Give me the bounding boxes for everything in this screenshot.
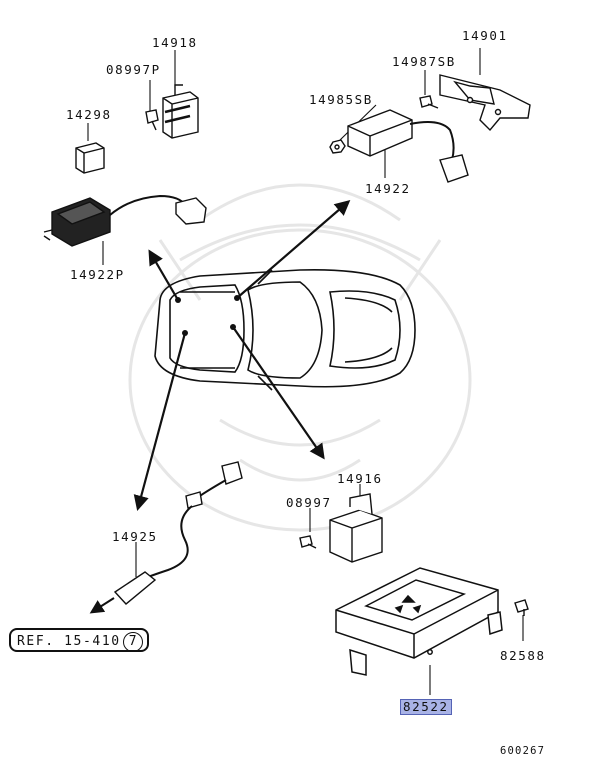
diagram-code: 600267 xyxy=(500,745,546,757)
part-label-14985sb[interactable]: 14985SB xyxy=(309,92,373,107)
samurai-watermark xyxy=(128,183,472,532)
module-14922p-drawing xyxy=(43,194,207,247)
part-label-14916[interactable]: 14916 xyxy=(337,471,383,486)
part-label-08997p[interactable]: 08997P xyxy=(106,62,161,77)
part-label-14925[interactable]: 14925 xyxy=(112,529,158,544)
locator-arrows xyxy=(133,199,351,511)
part-label-14987sb[interactable]: 14987SB xyxy=(392,54,456,69)
part-label-14298[interactable]: 14298 xyxy=(66,107,112,122)
screw-82588-drawing xyxy=(514,599,529,616)
screw-08997p-drawing xyxy=(145,109,159,131)
relay-14918-drawing xyxy=(162,84,199,139)
bracket-14901-drawing xyxy=(439,74,531,132)
ecu-82522-drawing xyxy=(335,567,503,676)
part-label-82588[interactable]: 82588 xyxy=(500,648,546,663)
sensor-14922-drawing xyxy=(347,109,469,183)
relay-14916-drawing xyxy=(329,493,383,563)
part-label-08997[interactable]: 08997 xyxy=(286,495,332,510)
reference-text: REF. 15-410 xyxy=(17,634,121,649)
oxygen-sensor-14925-drawing xyxy=(89,461,243,614)
screw-14987sb-drawing xyxy=(419,95,439,109)
part-label-14901[interactable]: 14901 xyxy=(462,28,508,43)
part-label-14922[interactable]: 14922 xyxy=(365,181,411,196)
part-label-14922p[interactable]: 14922P xyxy=(70,267,125,282)
reference-circled-number: 7 xyxy=(122,632,143,652)
part-label-82522-highlighted[interactable]: 82522 xyxy=(400,699,452,715)
car-outline xyxy=(154,268,416,391)
screw-08997-drawing xyxy=(299,535,317,549)
relay-14298-drawing xyxy=(75,142,105,174)
nut-14985sb-drawing xyxy=(329,139,346,154)
part-label-14918[interactable]: 14918 xyxy=(152,35,198,50)
